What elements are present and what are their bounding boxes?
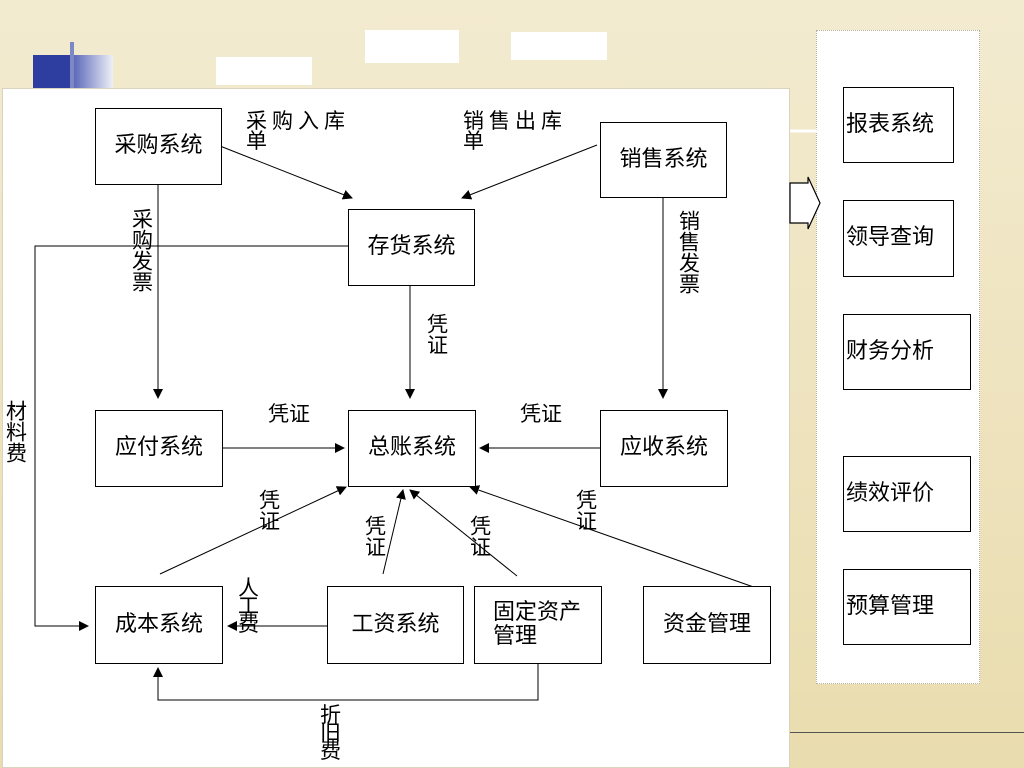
node-payable: 应付系统 xyxy=(95,410,223,487)
side-node-reports: 报表系统 xyxy=(843,87,954,163)
accent-fade xyxy=(73,55,113,88)
side-node-budget-management: 预算管理 xyxy=(843,569,971,645)
node-ledger: 总账系统 xyxy=(348,410,476,487)
side-node-executive-query: 领导查询 xyxy=(843,200,954,277)
node-receivable: 应收系统 xyxy=(600,410,728,487)
deco-white-rect-3 xyxy=(216,57,312,85)
node-sales: 销售系统 xyxy=(600,122,727,198)
label-sales-invoice: 销售发票 xyxy=(676,210,701,294)
label-depreciation: 折旧费 xyxy=(320,703,367,763)
node-cost: 成本系统 xyxy=(95,586,223,664)
label-voucher-payable: 凭证 xyxy=(268,402,310,426)
side-node-financial-analysis: 财务分析 xyxy=(843,314,971,390)
label-purchase-receipt: 采购入库单 xyxy=(246,109,350,153)
node-funds: 资金管理 xyxy=(643,586,771,664)
label-voucher-funds: 凭证 xyxy=(573,489,598,531)
label-voucher-receivable: 凭证 xyxy=(520,402,562,426)
label-sales-dispatch: 销售出库单 xyxy=(463,109,567,153)
label-voucher-fixed-assets: 凭证 xyxy=(467,515,492,557)
deco-line xyxy=(789,732,1024,733)
label-purchase-invoice: 采购发票 xyxy=(129,208,154,292)
label-material-cost: 材料费 xyxy=(3,400,28,463)
side-node-performance-evaluation: 绩效评价 xyxy=(843,456,971,532)
deco-white-rect-2 xyxy=(511,32,607,60)
node-payroll: 工资系统 xyxy=(327,586,464,664)
label-voucher-cost: 凭证 xyxy=(256,489,281,531)
node-fixed-assets-label: 固定资产管理 xyxy=(493,599,582,649)
accent-square xyxy=(33,55,73,88)
accent-bar xyxy=(70,42,74,88)
label-voucher-inventory: 凭证 xyxy=(424,313,449,355)
label-voucher-payroll: 凭证 xyxy=(362,515,387,557)
label-labor-cost: 人工费 xyxy=(238,576,283,636)
node-fixed-assets: 固定资产管理 xyxy=(474,586,602,664)
node-procurement: 采购系统 xyxy=(95,108,222,185)
deco-white-rect-1 xyxy=(365,30,459,63)
node-inventory: 存货系统 xyxy=(348,209,475,286)
